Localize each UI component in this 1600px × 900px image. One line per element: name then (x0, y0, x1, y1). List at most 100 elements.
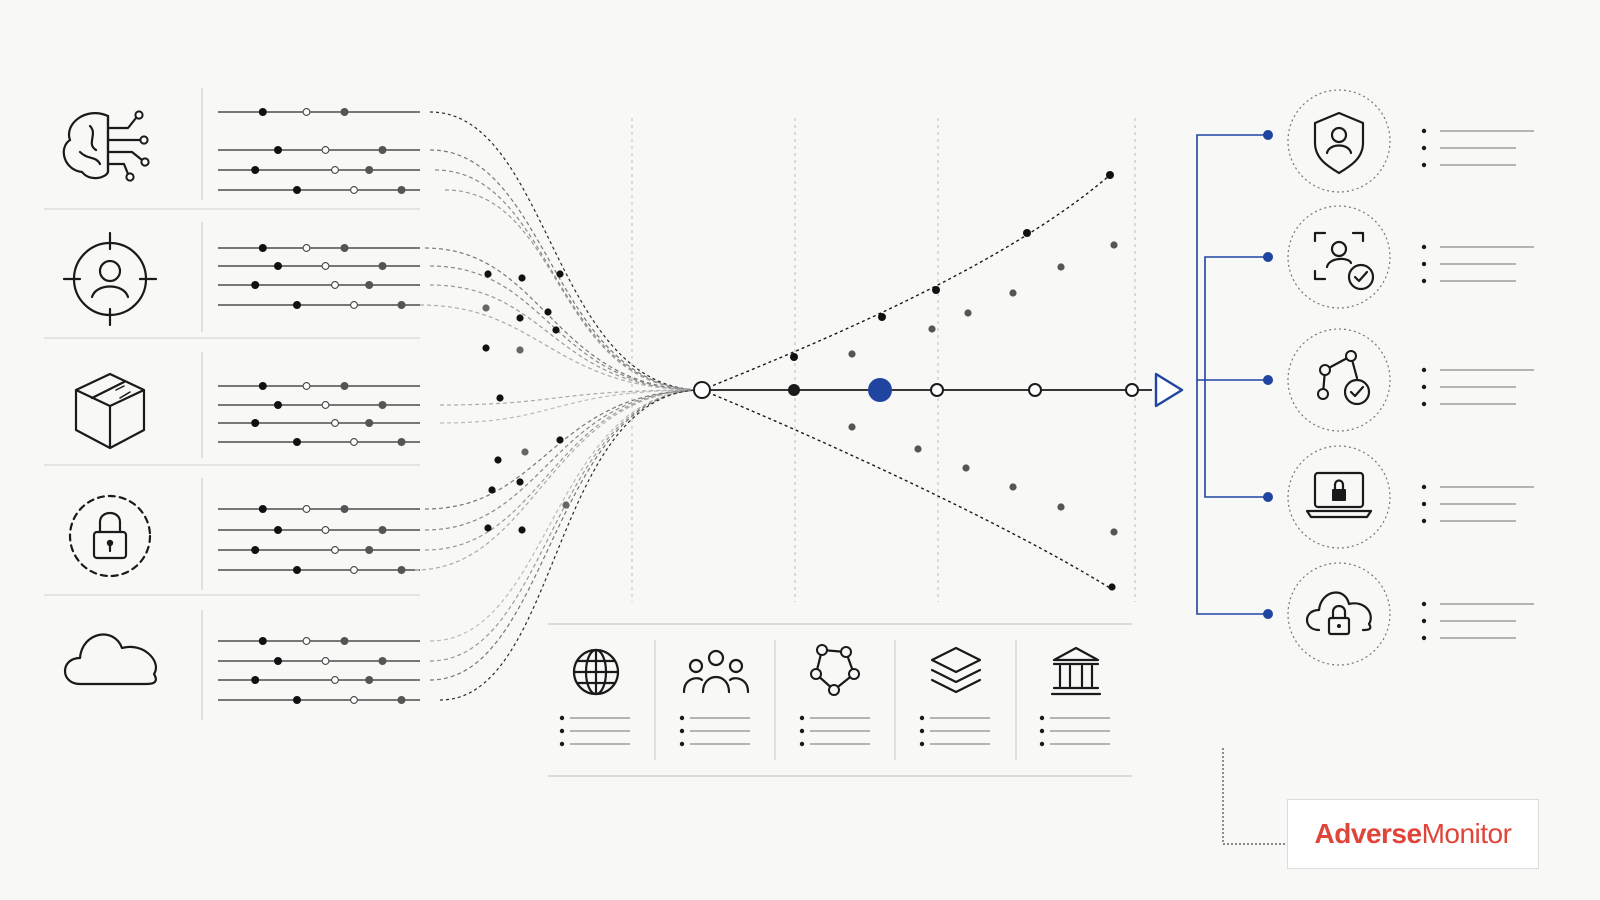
upper-node (964, 309, 972, 317)
list-bullet (919, 715, 925, 721)
stream-node-open (350, 696, 358, 704)
stream-node-open (350, 301, 358, 309)
stream-node-open (302, 637, 311, 645)
list-bullet (1421, 518, 1427, 524)
stream-node-open (302, 244, 311, 252)
output-panel (1196, 89, 1534, 666)
package-box-icon (74, 372, 146, 450)
stream-node (251, 281, 260, 289)
stream-node-open (350, 438, 358, 446)
list-bullet (799, 741, 805, 747)
cloud-icon (64, 633, 157, 686)
stream-node-open (302, 108, 311, 116)
stream-node (274, 657, 282, 665)
axis-node-open (930, 383, 944, 397)
lower-node (962, 464, 970, 472)
list-bullet (1039, 741, 1045, 747)
brand-logo: AdverseMonitor (1287, 799, 1539, 869)
stream-node (365, 281, 374, 289)
graph-check-icon (1317, 350, 1371, 406)
output-ring (1287, 445, 1391, 549)
network-nodes-icon (810, 644, 860, 696)
list-bullet (1421, 484, 1427, 490)
stream-node (258, 637, 267, 645)
source-icons (62, 110, 158, 686)
stream-node (274, 262, 282, 270)
brand-connector-line (1222, 748, 1286, 845)
list-bullet (1421, 261, 1427, 267)
brand-connector (1222, 748, 1286, 845)
curve-node (516, 346, 524, 354)
stream-node (293, 301, 301, 309)
face-scan-check-icon (1313, 231, 1375, 291)
stream-node (258, 244, 267, 252)
converging-curve (424, 389, 703, 551)
upper-envelope (701, 174, 1111, 391)
curve-node (484, 524, 492, 532)
branch-endpoint (1263, 375, 1273, 385)
converging-curve (429, 284, 703, 391)
upper-node (1110, 241, 1118, 249)
stream-node (378, 657, 387, 665)
stream-node (274, 146, 282, 154)
list-bullet (1421, 501, 1427, 507)
axis-node-open (1028, 383, 1042, 397)
upper-node (1009, 289, 1017, 297)
stream-node (258, 382, 267, 390)
curve-node (544, 308, 552, 316)
curve-node (516, 478, 524, 486)
converging-curve (434, 169, 703, 391)
stream-node-open (331, 281, 339, 289)
stream-node-open (331, 419, 339, 427)
list-bullet (559, 728, 565, 734)
stream-node (397, 438, 406, 446)
stream-node (378, 146, 387, 154)
axis-node (788, 384, 800, 396)
upper-node (932, 286, 940, 294)
stream-node-open (321, 401, 330, 409)
stream-node-open (321, 657, 330, 665)
stream-node (251, 419, 260, 427)
list-bullet (679, 728, 685, 734)
stream-node-open (331, 546, 339, 554)
list-bullet (919, 741, 925, 747)
converging-curve (439, 389, 703, 424)
list-bullet (1039, 715, 1045, 721)
list-bullet (919, 728, 925, 734)
branch-endpoint (1263, 252, 1273, 262)
output-ring (1287, 328, 1391, 432)
curve-node (556, 270, 564, 278)
stream-node (293, 186, 301, 194)
focus-node (868, 378, 892, 402)
upper-node (1057, 263, 1065, 271)
curve-node (521, 448, 529, 456)
curve-node (496, 394, 504, 402)
curve-node (518, 526, 526, 534)
padlock-dashed-circle-icon (68, 494, 152, 578)
converging-curve (424, 389, 703, 531)
stream-node (378, 401, 387, 409)
stream-node (340, 244, 349, 252)
curve-node (482, 344, 490, 352)
user-target-icon (62, 231, 158, 327)
list-bullet (1421, 618, 1427, 624)
curve-node (494, 456, 502, 464)
stream-node-open (331, 676, 339, 684)
curve-node (488, 486, 496, 494)
stream-node (340, 637, 349, 645)
list-bullet (1421, 635, 1427, 641)
converging-curve (424, 247, 703, 391)
list-bullet (1039, 728, 1045, 734)
converging-curve (419, 304, 703, 391)
shield-user-icon (1313, 111, 1365, 175)
lower-node (1009, 483, 1017, 491)
converging-curve (429, 389, 703, 642)
upper-node (848, 350, 856, 358)
converging-curve (424, 389, 703, 510)
stream-node (251, 676, 260, 684)
list-bullet (799, 728, 805, 734)
stream-node (397, 186, 406, 194)
list-bullet (559, 715, 565, 721)
stream-node-open (321, 146, 330, 154)
upper-node (1106, 171, 1114, 179)
